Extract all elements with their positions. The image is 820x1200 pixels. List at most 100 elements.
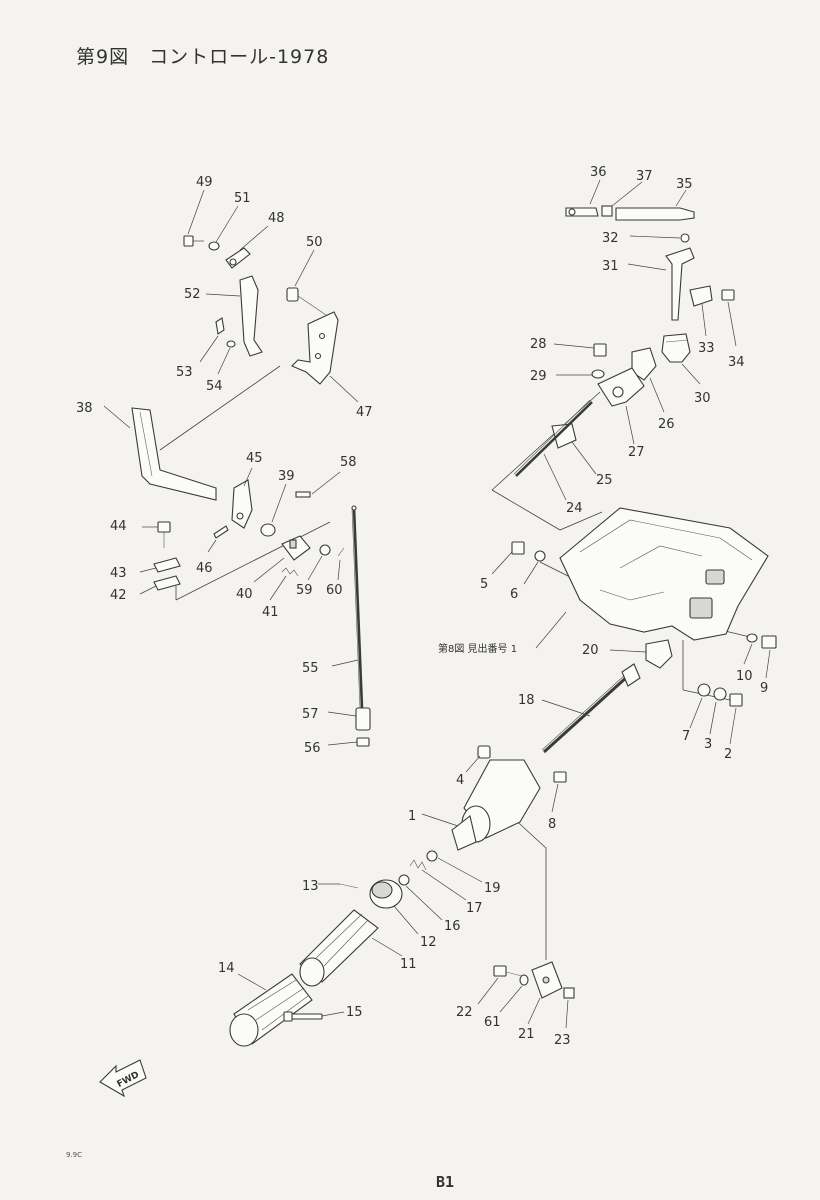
model-code: 9.9C — [66, 1151, 82, 1159]
label-27: 27 — [628, 445, 645, 460]
part-18-shaft — [541, 663, 641, 754]
label-12: 12 — [420, 935, 437, 950]
part-44-bolt — [142, 521, 171, 548]
part-42-plate — [139, 575, 181, 595]
label-49: 49 — [196, 175, 213, 190]
label-16: 16 — [444, 919, 461, 934]
part-cowling-outline — [535, 507, 769, 649]
label-26: 26 — [658, 417, 675, 432]
label-59: 59 — [296, 583, 313, 598]
part-34-bolt — [721, 289, 737, 347]
part-52-lever — [205, 275, 263, 357]
part-49-bolt — [183, 189, 205, 247]
label-55: 55 — [302, 661, 319, 676]
part-33-bracket — [689, 285, 713, 337]
label-1: 1 — [408, 809, 416, 824]
label-40: 40 — [236, 587, 253, 602]
label-35: 35 — [676, 177, 693, 192]
part-29-washer — [556, 369, 605, 379]
label-15: 15 — [346, 1005, 363, 1020]
part-51-washer — [208, 205, 239, 251]
part-11-grip-core — [299, 909, 403, 987]
part-35-joint — [615, 189, 695, 221]
part-32-bolt — [629, 233, 690, 243]
part-58-screw — [295, 471, 341, 498]
label-8: 8 — [548, 817, 556, 832]
part-13-screw — [318, 883, 359, 889]
label-20: 20 — [582, 643, 599, 658]
part-14-grip — [229, 973, 313, 1047]
part-7-washer — [689, 683, 711, 729]
label-61: 61 — [484, 1015, 501, 1030]
label-31: 31 — [602, 259, 619, 274]
label-34: 34 — [728, 355, 745, 370]
part-57-nut — [327, 707, 371, 731]
label-14: 14 — [218, 961, 235, 976]
part-47-bracket — [291, 311, 359, 403]
part-labels: 49 51 48 50 52 53 54 47 38 45 39 58 44 4… — [76, 165, 768, 1048]
label-53: 53 — [176, 365, 193, 380]
part-45-lever — [231, 467, 253, 529]
label-36: 36 — [590, 165, 607, 180]
label-25: 25 — [596, 473, 613, 488]
label-6: 6 — [510, 587, 518, 602]
part-46-clip — [207, 525, 229, 553]
label-41: 41 — [262, 605, 279, 620]
label-10: 10 — [736, 669, 753, 684]
part-2-bolt — [729, 693, 743, 745]
part-19-washer — [426, 850, 483, 883]
label-32: 32 — [602, 231, 619, 246]
label-58: 58 — [340, 455, 357, 470]
label-2: 2 — [724, 747, 732, 762]
label-42: 42 — [110, 588, 127, 603]
part-25-coupling — [551, 423, 597, 475]
part-50-collar — [286, 249, 327, 316]
part-28-bolt — [553, 343, 607, 357]
part-3-washer — [709, 687, 727, 735]
label-24: 24 — [566, 501, 583, 516]
part-40-block — [253, 535, 311, 583]
part-39-collar — [260, 483, 287, 537]
label-23: 23 — [554, 1033, 571, 1048]
label-38: 38 — [76, 401, 93, 416]
part-10-washer — [743, 633, 758, 665]
label-50: 50 — [306, 235, 323, 250]
label-29: 29 — [530, 369, 547, 384]
label-56: 56 — [304, 741, 321, 756]
part-23-nut — [563, 987, 575, 1029]
part-36-rod-end — [565, 179, 601, 217]
label-47: 47 — [356, 405, 373, 420]
part-41-spring — [269, 567, 299, 601]
part-59-washer — [307, 544, 331, 581]
part-31-shaft — [627, 247, 695, 321]
part-43-plate — [139, 557, 181, 573]
reference-note: 第8図 見出番号 1 — [438, 642, 517, 655]
part-61-washer — [499, 974, 529, 1013]
label-57: 57 — [302, 707, 319, 722]
label-17: 17 — [466, 901, 483, 916]
part-1-tiller-body — [421, 759, 541, 851]
label-4: 4 — [456, 773, 464, 788]
label-22: 22 — [456, 1005, 473, 1020]
part-24-cable — [513, 399, 593, 501]
part-38-arm — [103, 405, 217, 501]
part-12-sleeve — [369, 879, 419, 935]
part-53-pin — [199, 317, 225, 363]
part-30-gear — [661, 333, 701, 385]
part-27-housing — [597, 367, 645, 445]
label-45: 45 — [246, 451, 263, 466]
part-48-link — [225, 225, 269, 269]
label-60: 60 — [326, 583, 343, 598]
label-37: 37 — [636, 169, 653, 184]
label-11: 11 — [400, 957, 417, 972]
label-33: 33 — [698, 341, 715, 356]
label-48: 48 — [268, 211, 285, 226]
fwd-arrow-icon: FWD — [99, 1059, 147, 1098]
label-18: 18 — [518, 693, 535, 708]
part-6-washer — [523, 550, 546, 585]
part-4-bolt — [465, 745, 491, 773]
part-22-bolt — [477, 965, 523, 1005]
part-60-pin — [337, 547, 345, 581]
label-46: 46 — [196, 561, 213, 576]
